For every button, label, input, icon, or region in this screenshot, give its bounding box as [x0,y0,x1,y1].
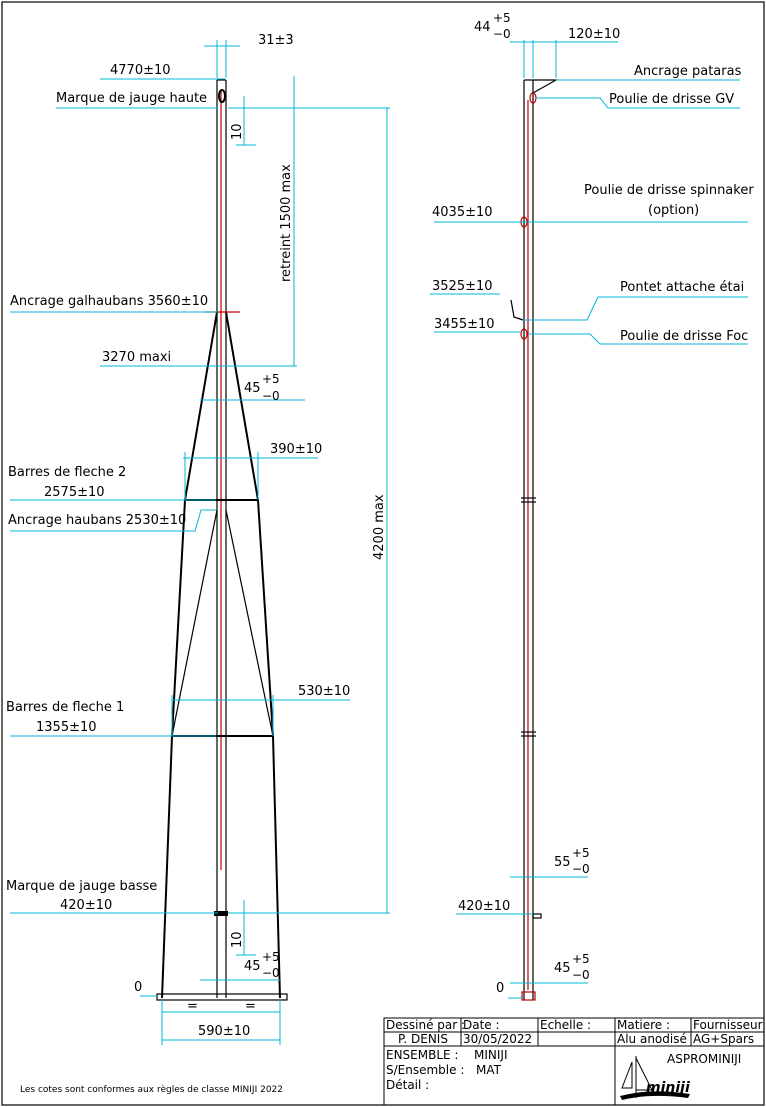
miniji-logo: miniji [620,1056,690,1100]
equal-mark-2: = [245,999,256,1014]
detail-label: Détail : [386,1078,429,1092]
svg-text:44: 44 [474,20,491,35]
upper-gauge-mark-label: Marque de jauge haute [56,91,207,106]
scale-label: Echelle : [540,1018,591,1032]
left-dimension-lines [10,40,390,1045]
material-label: Matiere : [617,1018,670,1032]
spreader-2-title: Barres de fleche 2 [8,465,126,480]
svg-text:−0: −0 [572,968,590,982]
svg-text:−0: −0 [493,27,511,41]
zero-left-label: 0 [134,980,142,995]
galhaubans-label: Ancrage galhaubans 3560±10 [10,294,208,309]
zero-right-label: 0 [496,981,504,996]
svg-text:45: 45 [244,381,261,396]
top-width-label: 31±3 [258,33,294,48]
lower-gauge-mark-value: 420±10 [60,898,112,913]
jib-halyard-sheave [520,328,528,340]
material-value: Alu anodisé [617,1032,687,1046]
forestay-tang [510,299,524,321]
assembly-value: MINIJI [474,1048,508,1062]
main-halyard-label: Poulie de drisse GV [609,92,734,107]
class-rules-note: Les cotes sont conformes aux règles de c… [20,1084,283,1095]
spinnaker-label-line2: (option) [648,203,699,218]
ten-top-label: 10 [230,123,245,140]
v420-right-label: 420±10 [458,899,510,914]
spreader-1-value: 1355±10 [36,720,97,735]
tolerance-44-top: 44 +5 −0 [474,11,511,41]
ten-bottom-label: 10 [230,931,245,948]
forestay-tang-label: Pontet attache étai [620,280,744,295]
shrouds [161,311,281,999]
main-halyard-sheave [529,92,537,104]
haubans-label: Ancrage haubans 2530±10 [8,513,186,528]
mast-head-sheave [218,89,226,103]
spreader-1-width-label: 530±10 [298,684,350,699]
spreader-2-width-label: 390±10 [270,442,322,457]
mast-tube-left [216,79,227,998]
svg-text:−0: −0 [572,862,590,876]
backstay-crane [532,79,559,94]
jib-halyard-label: Poulie de drisse Foc [620,329,748,344]
base-plate [156,993,288,1001]
retreint-label: retreint 1500 max [279,164,294,282]
svg-text:+5: +5 [493,11,511,25]
right-view: 44 +5 −0 120±10 Ancrage pataras Poulie d… [430,11,754,1001]
date-label: Date : [463,1018,500,1032]
right-dimension-lines [430,40,748,999]
svg-text:+5: +5 [262,950,280,964]
supplier-label: Fournisseur : [693,1018,766,1032]
svg-text:55: 55 [554,855,571,870]
spreader-2-value: 2575±10 [44,485,105,500]
company-name: ASPROMINIJI [667,1052,741,1066]
drawn-by-value: P. DENIS [398,1032,448,1046]
subassembly-label: S/Ensemble : [386,1063,464,1077]
height-4200-label: 4200 max [372,494,387,560]
svg-text:45: 45 [554,961,571,976]
equal-mark-1: = [187,999,198,1014]
tolerance-45-right: 45 +5 −0 [554,952,590,982]
gooseneck [532,913,542,919]
svg-text:miniji: miniji [646,1080,690,1096]
lower-gauge-mark [214,911,228,916]
svg-text:+5: +5 [572,846,590,860]
top-120-label: 120±10 [568,27,620,42]
date-value: 30/05/2022 [463,1032,532,1046]
tolerance-45-bottom: 45 +5 −0 [244,950,280,980]
assembly-label: ENSEMBLE : [386,1048,458,1062]
v4035-label: 4035±10 [432,205,493,220]
svg-text:−0: −0 [262,389,280,403]
svg-text:+5: +5 [572,952,590,966]
mast-tube-right [510,79,559,1001]
drawn-by-label: Dessiné par : [386,1018,465,1032]
tolerance-55: 55 +5 −0 [554,846,590,876]
v3455-label: 3455±10 [434,317,495,332]
tolerance-45-top: 45 +5 −0 [244,372,280,403]
lower-gauge-mark-title: Marque de jauge basse [6,879,157,894]
spinnaker-label-line1: Poulie de drisse spinnaker [584,183,754,198]
svg-text:+5: +5 [262,372,280,386]
mast-step [521,991,536,1001]
v3525-label: 3525±10 [432,279,493,294]
svg-text:−0: −0 [262,966,280,980]
title-block: Dessiné par : P. DENIS Date : 30/05/2022… [383,1017,766,1106]
spreader-1-title: Barres de fleche 1 [6,700,124,715]
svg-text:45: 45 [244,959,261,974]
left-view: 31±3 4770±10 Marque de jauge haute 10 re… [6,33,390,1045]
backstay-anchor-label: Ancrage pataras [634,64,742,79]
maxi-label: 3270 maxi [102,350,171,365]
top-height-label: 4770±10 [110,63,171,78]
subassembly-value: MAT [476,1063,502,1077]
base-width-label: 590±10 [198,1024,250,1039]
supplier-value: AG+Spars [693,1032,754,1046]
